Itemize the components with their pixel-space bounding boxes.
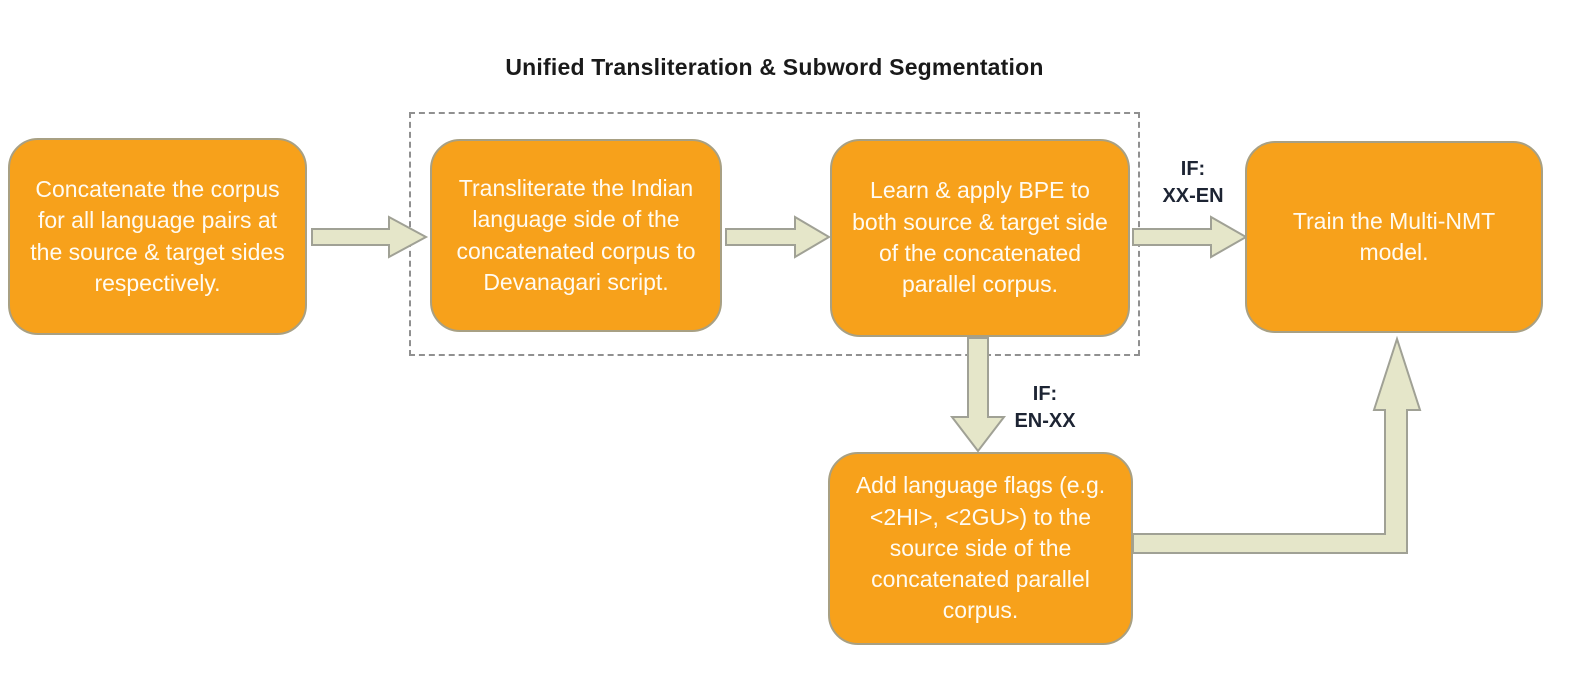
box-train-multi-nmt: Train the Multi-NMT model. xyxy=(1245,141,1543,333)
arrow-language-flags-to-train-icon xyxy=(1132,335,1422,554)
arrow-bpe-to-train-icon xyxy=(1132,215,1249,259)
box-add-language-flags: Add language flags (e.g. <2HI>, <2GU>) t… xyxy=(828,452,1133,645)
condition-label-if-en-xx: IF: EN-XX xyxy=(1014,383,1076,432)
box-learn-apply-bpe: Learn & apply BPE to both source & targe… xyxy=(830,139,1130,337)
diagram-title: Unified Transliteration & Subword Segmen… xyxy=(505,54,1044,80)
box-transliterate-devanagari: Transliterate the Indian language side o… xyxy=(430,139,722,332)
box-concatenate-corpus: Concatenate the corpus for all language … xyxy=(8,138,307,335)
condition-label-if-xx-en: IF: XX-EN xyxy=(1162,158,1224,207)
